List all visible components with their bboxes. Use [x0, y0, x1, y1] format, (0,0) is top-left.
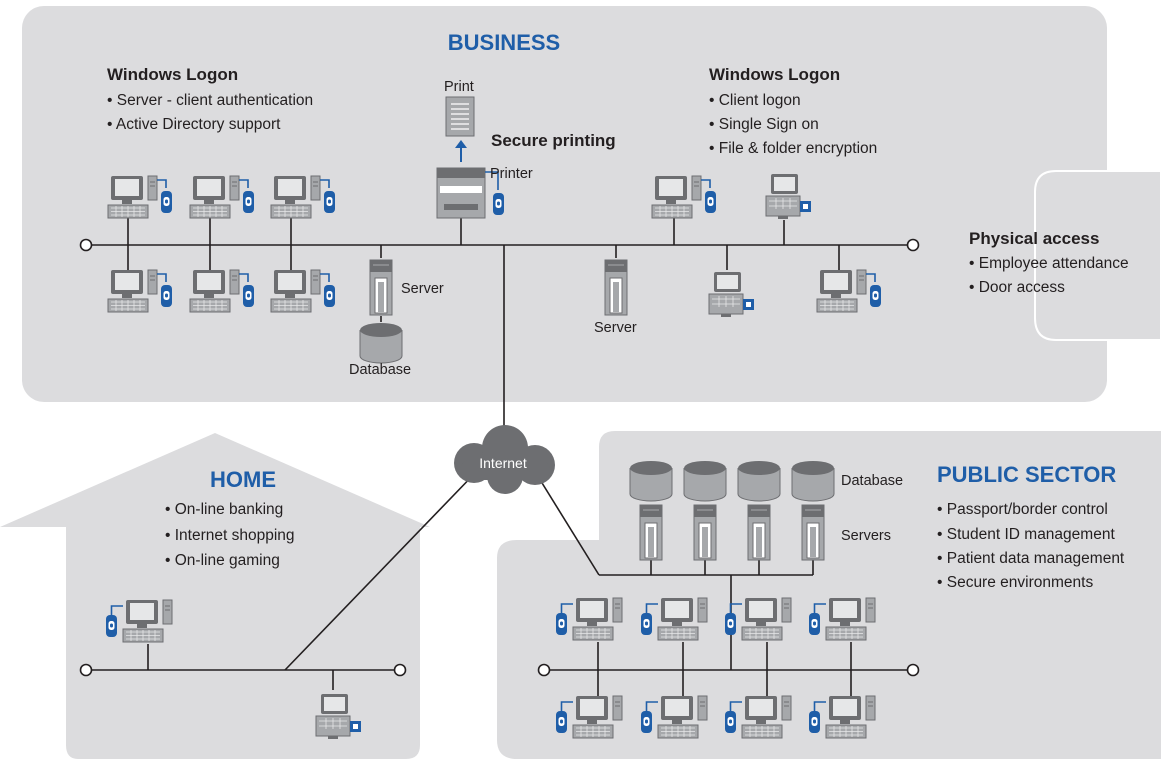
fingerprint-reader-icon — [493, 193, 504, 215]
public-sector-servers-label: Servers — [841, 528, 891, 544]
home-bullet: • On-line gaming — [165, 552, 280, 569]
public-sector-bullet: • Secure environments — [937, 574, 1093, 591]
server-icon — [693, 504, 717, 561]
database-icon — [629, 460, 673, 502]
public-sector-panel — [497, 431, 1161, 759]
internet-label: Internet — [479, 455, 527, 471]
windows-logon-right-bullet: • Client logon — [709, 92, 801, 109]
print-arrow-head — [455, 140, 467, 148]
physical-access-panel — [1034, 170, 1161, 341]
windows-logon-left-title: Windows Logon — [107, 65, 238, 84]
public-sector-bullet: • Student ID management — [937, 526, 1115, 543]
server-icon — [369, 259, 393, 316]
server-icon — [801, 504, 825, 561]
server-icon — [604, 259, 628, 316]
database-icon — [359, 322, 403, 364]
physical-access-bullet: • Employee attendance — [969, 255, 1129, 272]
physical-access-bullet: • Door access — [969, 279, 1065, 296]
server-label-left: Server — [401, 281, 444, 297]
internet-cloud-icon — [454, 425, 555, 494]
node-endpoint — [79, 238, 93, 252]
document-icon — [445, 96, 475, 137]
public-sector-bullet: • Passport/border control — [937, 501, 1108, 518]
node-endpoint — [906, 663, 920, 677]
home-title: HOME — [210, 467, 276, 492]
windows-logon-right-bullet: • Single Sign on — [709, 116, 819, 133]
database-icon — [683, 460, 727, 502]
home-bullet: • On-line banking — [165, 501, 283, 518]
database-icon — [791, 460, 835, 502]
public-sector-title: PUBLIC SECTOR — [937, 462, 1116, 487]
public-sector-bullet: • Patient data management — [937, 550, 1125, 567]
server-label-right: Server — [594, 320, 637, 336]
home-panel — [0, 433, 430, 759]
connection-lines — [86, 218, 913, 696]
business-title: BUSINESS — [448, 30, 560, 55]
home-bullet: • Internet shopping — [165, 527, 295, 544]
database-icon — [737, 460, 781, 502]
windows-logon-right-title: Windows Logon — [709, 65, 840, 84]
physical-access-title: Physical access — [969, 229, 1099, 248]
public-sector-database-label: Database — [841, 473, 903, 489]
node-endpoint — [393, 663, 407, 677]
printer-label: Printer — [490, 166, 533, 182]
printer-reader-cable — [485, 171, 499, 190]
node-endpoint — [79, 663, 93, 677]
node-endpoint — [537, 663, 551, 677]
secure-printing-label: Secure printing — [491, 131, 616, 150]
printer-icon — [436, 167, 486, 219]
windows-logon-left-bullet: • Active Directory support — [107, 116, 281, 133]
database-label: Database — [349, 362, 411, 378]
windows-logon-left-bullet: • Server - client authentication — [107, 92, 313, 109]
server-icon — [747, 504, 771, 561]
server-icon — [639, 504, 663, 561]
print-label: Print — [444, 79, 474, 95]
node-endpoint — [906, 238, 920, 252]
windows-logon-right-bullet: • File & folder encryption — [709, 140, 877, 157]
